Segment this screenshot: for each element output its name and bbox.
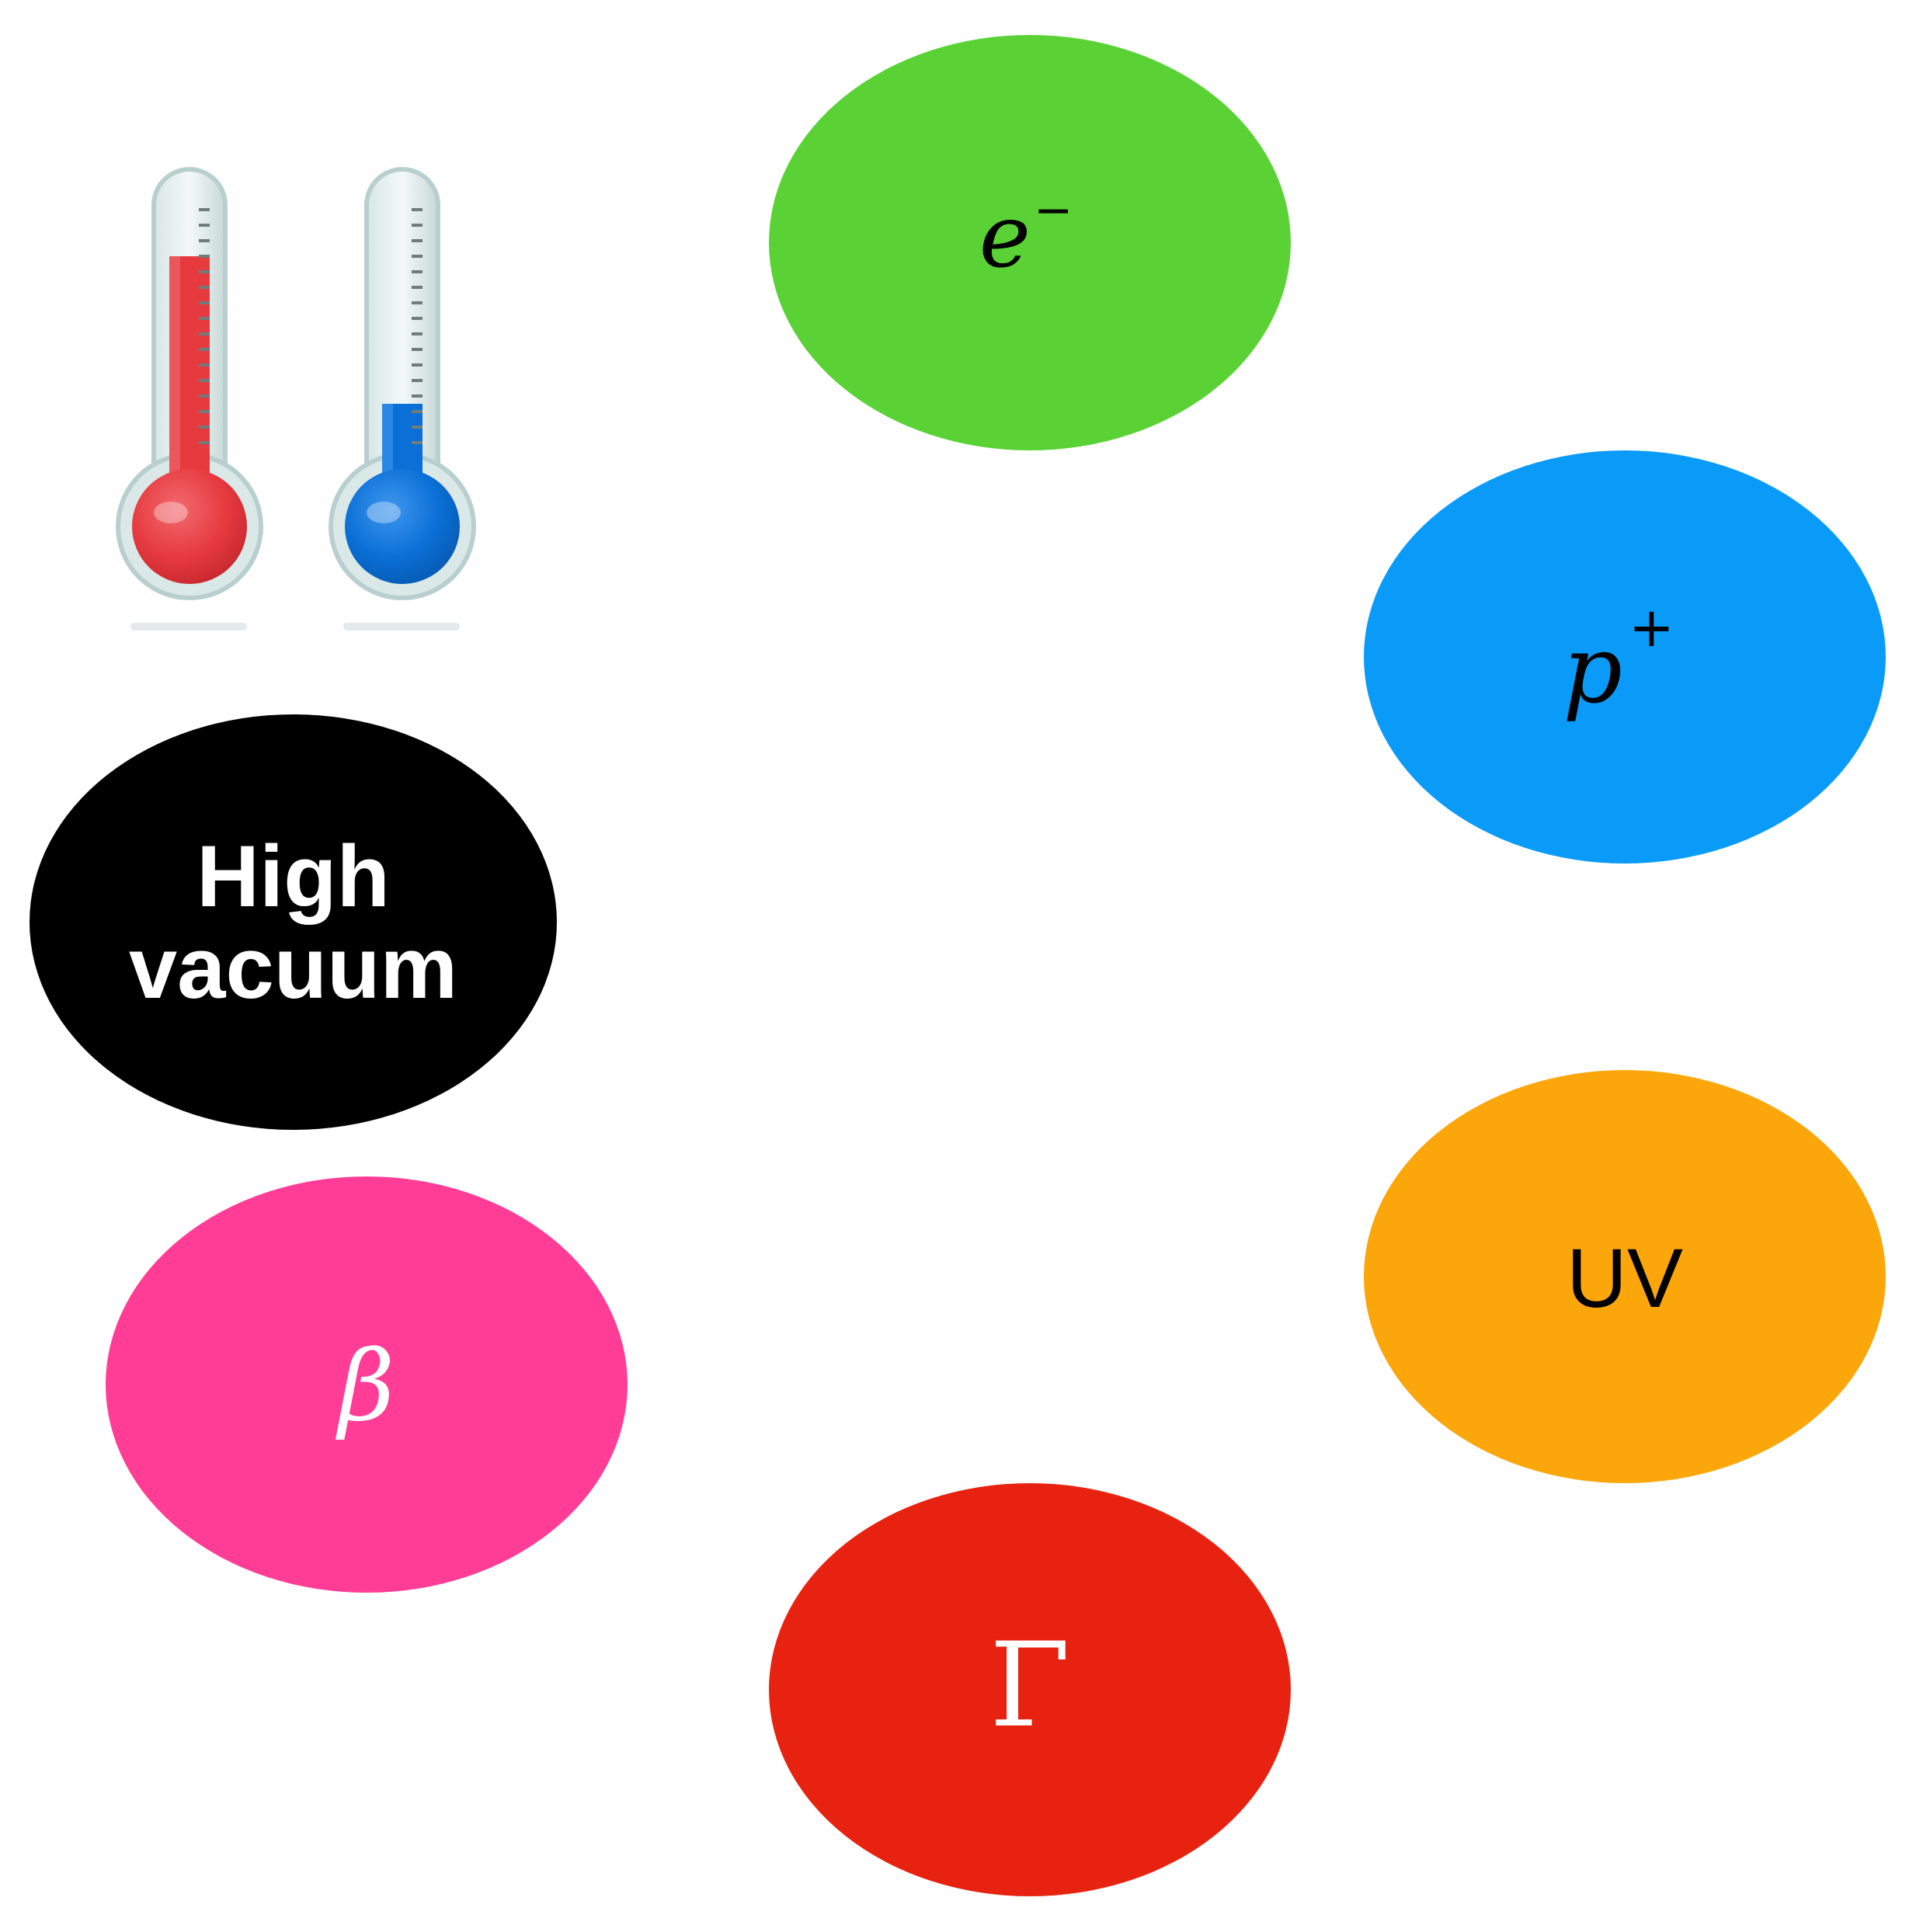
- proton-charge: +: [1629, 596, 1674, 659]
- gamma-node: Γ: [769, 1483, 1291, 1896]
- uv-label: UV: [1566, 1231, 1684, 1325]
- thermometer-hot-icon: [116, 167, 263, 631]
- proton-label: p+: [1563, 600, 1674, 718]
- proton-symbol: p: [1563, 617, 1623, 724]
- proton-node: p+: [1364, 450, 1886, 863]
- high-vacuum-line2: vacuum: [128, 919, 458, 1016]
- uv-node: UV: [1364, 1070, 1886, 1483]
- electron-node: e−: [769, 35, 1291, 450]
- electron-symbol: e: [979, 186, 1031, 287]
- gamma-label: Γ: [989, 1618, 1071, 1753]
- high-vacuum-node: High vacuum: [30, 714, 557, 1130]
- electron-charge: −: [1034, 182, 1073, 238]
- beta-label: β: [338, 1329, 395, 1443]
- high-vacuum-label: High vacuum: [129, 831, 457, 1013]
- high-vacuum-line1: High: [196, 827, 390, 925]
- thermometer-cold-icon: [329, 167, 476, 631]
- thermometers-illustration: [116, 167, 476, 631]
- beta-node: β: [106, 1176, 628, 1593]
- electron-label: e−: [979, 187, 1073, 280]
